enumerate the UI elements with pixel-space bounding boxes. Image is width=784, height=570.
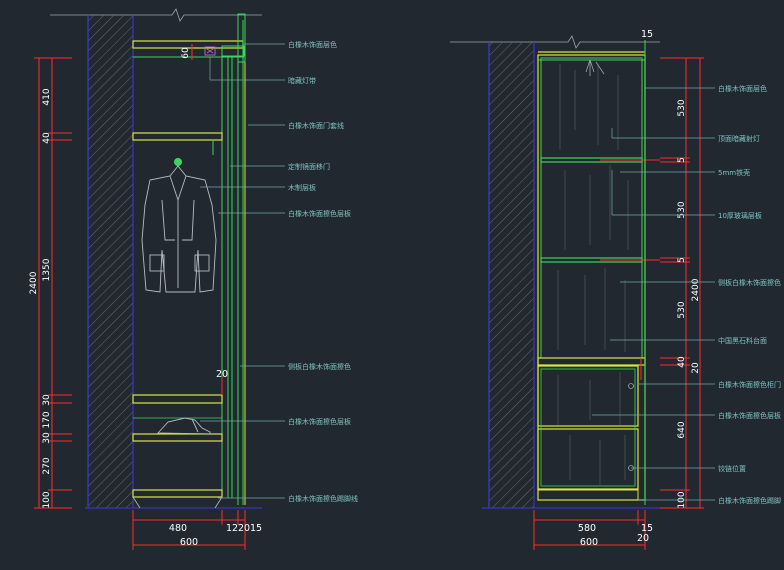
left-dim-60: 60 [181,47,191,59]
left-label-3: 白橡木饰面门套线 [288,121,344,130]
right-dim-5-a: 5 [677,157,687,163]
left-shoe-icon [157,417,211,435]
right-countertop [537,357,646,366]
right-cabinet-inner [540,57,643,359]
right-dim-640: 640 [677,421,687,438]
left-dim-170: 170 [42,411,52,428]
left-top-shelf [132,132,223,141]
left-top-break-line [50,8,262,22]
left-label-6: 白橡木饰面擦色层板 [288,209,351,218]
right-kickboard [537,489,639,501]
right-label-10: 白橡木饰面擦色踢脚 [718,496,781,505]
right-label-1: 白橡木饰面层色 [718,84,767,93]
left-dim-480: 480 [169,523,187,534]
left-dim-410: 410 [42,88,52,105]
right-dim-580: 580 [578,523,596,534]
right-dim-530-a: 530 [677,99,687,116]
right-dim-ticks [660,57,704,509]
right-label-3: 5mm铁壳 [718,168,750,177]
right-label-7: 白橡木饰面擦色柜门 [718,380,781,389]
right-label-6: 中国黑石料台面 [718,336,767,345]
left-door-jamb [221,20,244,505]
left-ceiling-panel [132,40,244,49]
right-dim-5-b: 5 [677,257,687,263]
right-label-9: 铰链位置 [718,464,746,473]
left-label-5: 木制层板 [288,183,316,192]
left-label-4: 定制镜面移门 [288,162,330,171]
left-section-view: 410 40 1350 30 170 30 270 100 2400 60 20… [29,8,358,550]
left-dim-20-bottom: 20 [238,523,250,534]
right-label-5: 侧板白橡木饰面擦色 [718,278,781,287]
right-label-4: 10厚玻璃层板 [718,211,762,220]
right-dim-600: 600 [580,537,598,548]
right-dim-20-bottom: 20 [637,533,649,544]
left-dim-1350: 1350 [42,258,52,281]
right-top-break-line [450,35,660,49]
right-hinge-icon-1 [628,383,634,389]
left-dim-12: 12 [226,523,238,534]
left-lower-shelf-3 [132,489,223,498]
right-dim-530-c: 530 [677,301,687,318]
left-leader-lines [200,43,285,499]
right-lower-inner [540,368,636,487]
right-label-2: 顶面暗藏射灯 [718,134,760,143]
left-dim-15: 15 [250,523,262,534]
right-dim-20: 20 [691,362,701,374]
right-section-view: 530 5 530 5 530 40 640 100 2400 20 15 58… [450,29,781,550]
right-spotlight-icon [585,59,605,76]
right-leader-lines [592,87,715,501]
right-cabinet-outline [537,54,646,501]
left-label-1: 白橡木饰面层色 [288,40,337,49]
left-lower-shelf-1 [132,394,223,404]
left-label-7: 侧板白橡木饰面擦色 [288,362,351,371]
left-wall-hatch [88,15,133,508]
left-light-fixture-icon [204,46,216,56]
left-dim-ticks [34,57,72,509]
left-hanger-rod-icon [174,158,182,166]
left-label-9: 白橡木饰面擦色踢脚线 [288,494,358,503]
right-dim-15-top: 15 [641,29,653,40]
left-lower-shelf-2 [132,433,223,442]
right-back-panel-texture [557,64,629,485]
left-dim-100: 100 [42,491,52,508]
right-label-8: 白橡木饰面擦色层板 [718,411,781,420]
left-door-jamb-top [237,13,246,63]
left-dim-600: 600 [180,537,198,548]
left-dim-20: 20 [216,369,228,380]
left-label-2: 暗藏灯带 [288,76,316,85]
left-dim-30-a: 30 [42,394,52,406]
right-dim-total: 2400 [691,278,701,301]
left-ceiling-trim [221,45,245,57]
right-bottom-dim-lines [533,510,646,550]
right-dim-530-b: 530 [677,201,687,218]
right-lower-door-1 [537,365,639,427]
right-lower-door-2 [537,428,639,490]
left-dim-30-b: 30 [42,432,52,444]
left-bottom-dim-lines [132,510,246,550]
left-dim-270: 270 [42,457,52,474]
left-dim-40: 40 [42,132,52,144]
left-label-8: 白橡木饰面擦色层板 [288,417,351,426]
left-dim-total: 2400 [29,271,39,294]
right-wall-hatch [489,42,534,508]
right-dim-15-bottom: 15 [641,523,653,534]
left-base-legs [132,496,223,509]
right-dim-40: 40 [677,356,687,368]
left-jacket-icon [141,165,217,293]
